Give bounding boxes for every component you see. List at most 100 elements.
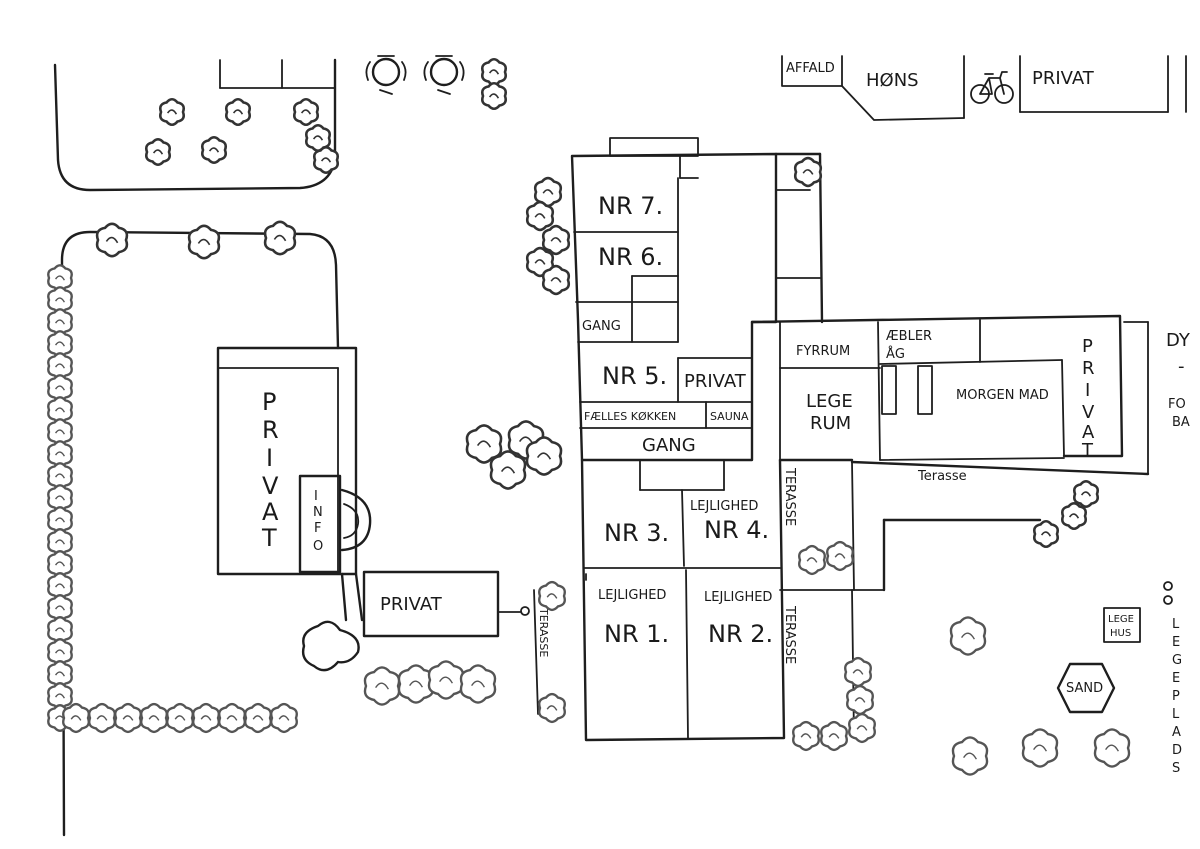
tree [541,264,571,296]
main-building [570,137,824,462]
west-privat-letter-2: I [266,444,273,472]
east-privat-letter-5: T [1081,440,1094,461]
legerum-label-1: LEGE [806,391,853,412]
tree [533,176,563,208]
privat-mid-label: PRIVAT [684,371,747,392]
hedge-shrub [47,638,73,666]
hedge-shrub [1021,728,1059,768]
west-corridor [340,572,364,622]
hedge-shrub [848,712,876,744]
nr5-label: NR 5. [602,362,667,390]
hedge-shrub [270,702,298,734]
hedge-shrub [363,666,401,706]
tree [293,97,319,127]
privat-annex-building: PRIVAT [362,570,530,638]
hedge-shrub [47,572,73,600]
tree [481,57,507,87]
west-privat-letter-1: R [262,416,279,444]
east-privat-letter-2: I [1085,380,1090,401]
tree [541,224,571,256]
hedge-shrub [47,374,73,402]
legerum-label-2: RUM [810,413,851,434]
nr2-prefix-label: LEJLIGHED [704,590,772,605]
hedge-shrub [244,702,272,734]
terasse-west-label: TERASSE [537,607,550,657]
legeplads-letter-3: E [1172,671,1180,686]
affald-label: AFFALD [786,61,835,76]
morgenmad-label: MORGEN MAD [956,388,1049,403]
west-privat-letter-5: T [261,524,277,552]
nr1-label: NR 1. [604,620,669,648]
west-privat-building [216,346,372,576]
legeplads-letter-5: L [1172,707,1180,722]
hedge-shrub [62,702,90,734]
hedge-shrub [951,736,989,776]
hons-label: HØNS [866,70,919,91]
hedge-shrub [846,684,874,716]
tree [225,97,251,127]
hedge-shrub [47,682,73,710]
nr4-label: NR 4. [704,516,769,544]
faelles-kokken-label: FÆLLES KØKKEN [584,410,676,423]
hedge-shrub [47,484,73,512]
legeplads-letter-1: E [1172,635,1180,650]
info-letter-3: O [313,539,323,554]
edge-dash-label: - [1178,356,1185,377]
legehus-label-1: LEGE [1108,614,1134,625]
hedge-shrub [47,418,73,446]
hedge-shrub [47,462,73,490]
edge-ba-label: BA [1172,415,1190,430]
info-entrance-arc [340,488,372,552]
apartment-labels: NR 3. LEJLIGHED NR 4. LEJLIGHED NR 1. LE… [598,499,773,648]
west-privat-letter-0: P [262,388,276,416]
hedge-shrub [798,544,826,576]
tree [263,220,297,256]
hedge-shrub [47,550,73,578]
hedge-shrub [47,352,73,380]
hedge-shrub [820,720,848,752]
nr7-label: NR 7. [598,192,663,220]
hedge-shrub [47,506,73,534]
hedge-shrub [192,702,220,734]
edge-fragments: DY - FO BA [1166,330,1191,430]
sauna-label: SAUNA [710,410,749,423]
fyrrum-label: FYRRUM [796,344,850,359]
terrace-labels: TERASSE TERASSE TERASSE [537,467,797,664]
edge-dy-label: DY [1166,330,1191,351]
info-booth [298,474,342,574]
hedge-shrub [114,702,142,734]
nr2-label: NR 2. [708,620,773,648]
aebler-label-2: ÅG [886,346,905,362]
hedge-shrub [88,702,116,734]
tree [465,424,503,464]
hedge-shrub [397,664,435,704]
east-wing [750,314,1150,739]
hedge-shrub [218,702,246,734]
privat-annex-label: PRIVAT [380,594,443,615]
hedge-shrub [792,720,820,752]
hedge-shrub [538,692,566,724]
info-letter-2: F [314,521,321,536]
hedge-shrub [166,702,194,734]
info-letter-1: N [313,505,323,520]
north-strip: AFFALD HØNS PRIVAT [781,55,1187,121]
hedge-shrub [949,616,987,656]
hedge-shrub [47,440,73,468]
hedge-shrub [1093,728,1131,768]
legeplads-letter-4: P [1172,689,1180,704]
hedge-shrub [47,528,73,556]
swing-icon [1163,581,1173,605]
tree [525,436,563,476]
hedge-shrub [47,330,73,358]
east-privat-letter-1: R [1082,358,1095,379]
terasse-east-label: Terasse [917,469,967,484]
legehus-label-2: HUS [1110,628,1131,639]
nr1-prefix-label: LEJLIGHED [598,588,666,603]
edge-fo-label: FO [1168,397,1186,412]
tree [793,156,823,188]
parking-area-outline [53,58,337,192]
hedge-shrub [47,616,73,644]
east-privat-letter-3: V [1082,402,1095,423]
nr6-label: NR 6. [598,243,663,271]
